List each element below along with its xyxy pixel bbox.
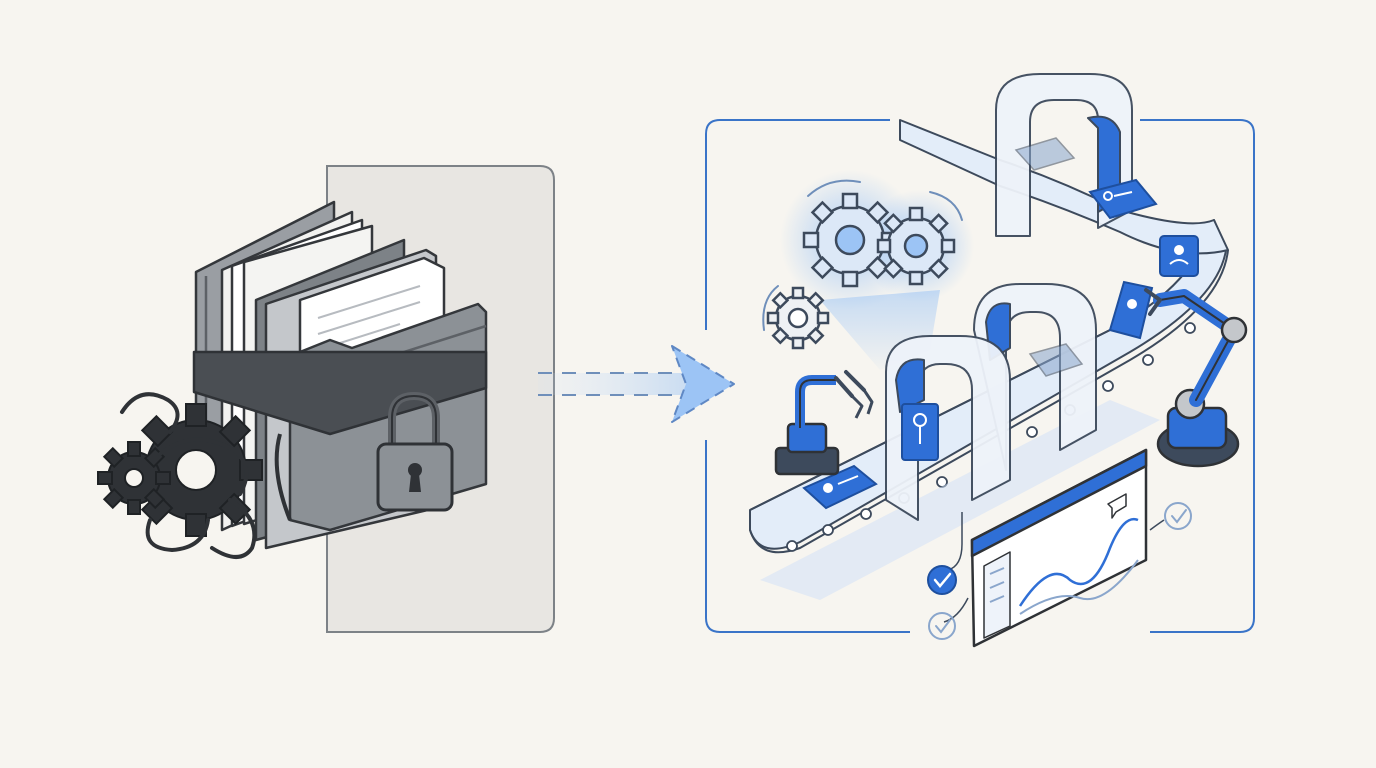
padlock-icon [376, 392, 454, 512]
tangled-gears-icon [97, 392, 263, 559]
binding-strap [192, 350, 488, 521]
spinning-gears-icon [762, 170, 974, 370]
id-card-icon [1014, 137, 1084, 377]
analytics-dashboard-icon [970, 448, 1148, 648]
check-circle-icon [927, 565, 957, 595]
dashed-arrow-icon [538, 345, 735, 423]
robot-arm-icon [774, 370, 874, 476]
check-circle-icon [928, 612, 956, 640]
key-card-icon [901, 403, 939, 461]
check-circle-icon [1164, 502, 1192, 530]
user-card-icon [1108, 280, 1154, 340]
automation-frame [705, 119, 1255, 633]
user-card-icon [1159, 235, 1199, 277]
key-card-icon [1088, 178, 1158, 220]
robot-arm-icon [1144, 288, 1248, 468]
